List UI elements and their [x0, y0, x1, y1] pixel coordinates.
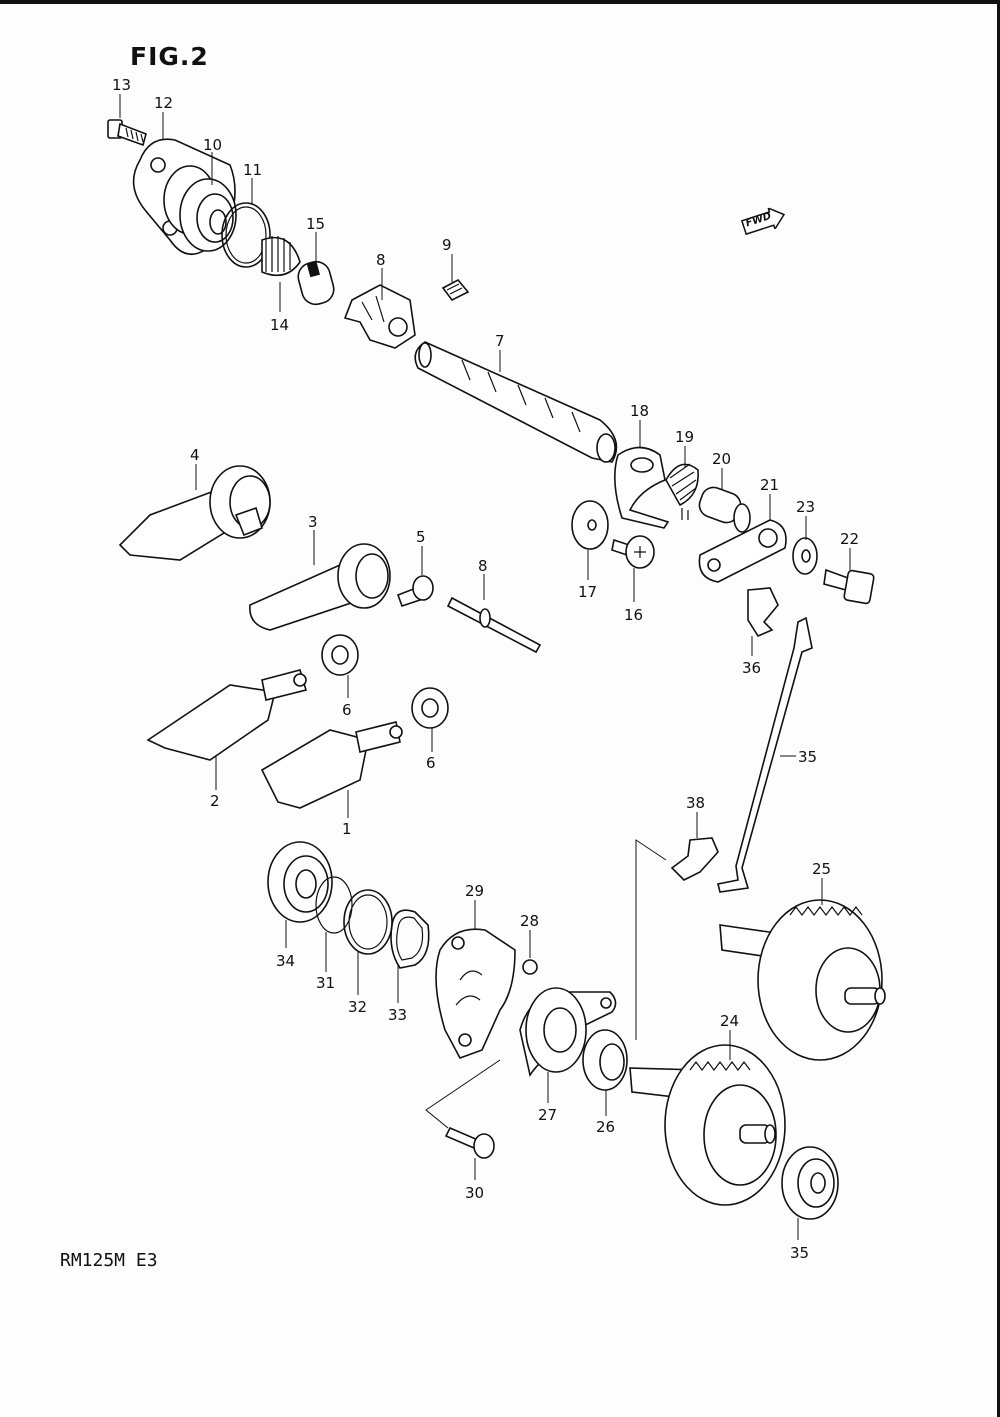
callout-26: 25 — [812, 860, 831, 878]
part-34-seal — [390, 909, 430, 969]
part-1-valve — [260, 721, 403, 809]
callout-23: 22 — [840, 530, 859, 548]
part-36-rod — [717, 616, 813, 893]
part-5-bolt — [396, 575, 434, 608]
callout-30: 29 — [465, 882, 484, 900]
callout-13: 12 — [154, 94, 173, 112]
part-22-arm — [698, 519, 787, 583]
callout-18: 17 — [578, 583, 597, 601]
callout-11: 10 — [203, 136, 222, 154]
part-38-clip — [670, 837, 719, 881]
callout-17: 16 — [624, 606, 643, 624]
part-2-valve — [146, 669, 308, 761]
callout-20: 19 — [675, 428, 694, 446]
part-16-bush — [297, 260, 335, 306]
callout-21: 20 — [712, 450, 731, 468]
callout-37: 36 — [742, 659, 761, 677]
callout-29: 28 — [520, 912, 539, 930]
callout-35a: 34 — [276, 952, 295, 970]
part-15-spring — [261, 236, 301, 277]
callout-34: 33 — [388, 1006, 407, 1024]
part-3-valve — [249, 543, 391, 631]
part-18-washer — [571, 500, 609, 550]
part-25-gear — [629, 1044, 786, 1206]
callout-32: 31 — [316, 974, 335, 992]
callout-12: 11 — [243, 161, 262, 179]
part-30-plate — [435, 928, 516, 1059]
callout-1: 1 — [342, 820, 352, 838]
callout-7: 8 — [478, 557, 488, 575]
fwd-arrow-icon: FWD — [740, 204, 789, 239]
callout-14: 13 — [112, 76, 131, 94]
callout-25: 24 — [720, 1012, 739, 1030]
callout-8: 7 — [495, 332, 505, 350]
part-14-bolt — [107, 119, 147, 147]
part-31-screw — [444, 1126, 495, 1159]
part-19-plate — [614, 446, 670, 529]
part-37-clip — [747, 587, 779, 638]
part-4-valve — [118, 465, 271, 561]
right-border — [997, 0, 1000, 1417]
top-border — [0, 0, 1000, 4]
part-35-bearing-b — [781, 1146, 839, 1220]
part-6-collar-a — [321, 634, 359, 676]
callout-6b: 6 — [426, 754, 436, 772]
callout-19: 18 — [630, 402, 649, 420]
part-32-circlip — [315, 876, 353, 934]
part-7-pin — [446, 596, 542, 654]
arrow-right-icon — [740, 206, 786, 236]
callout-38: 38 — [686, 794, 705, 812]
callout-2: 2 — [210, 792, 220, 810]
part-6-collar-b — [411, 687, 449, 729]
model-code: RM125M E3 — [60, 1250, 158, 1271]
part-26-gear — [719, 899, 886, 1061]
callout-16: 15 — [306, 215, 325, 233]
callout-9: 8 — [376, 251, 386, 269]
part-28-plate — [519, 987, 617, 1078]
callout-4: 4 — [190, 446, 200, 464]
part-35-bearing-a — [267, 841, 333, 923]
part-12-oring — [221, 202, 271, 268]
callout-10: 9 — [442, 236, 452, 254]
figure-title: FIG.2 — [130, 42, 209, 71]
part-8-shaft — [414, 341, 618, 463]
callout-22: 21 — [760, 476, 779, 494]
leader-lines — [119, 94, 851, 1240]
callout-36: 35 — [798, 748, 817, 766]
callout-31: 30 — [465, 1184, 484, 1202]
callout-35b: 35 — [790, 1244, 809, 1262]
callout-28: 27 — [538, 1106, 557, 1124]
part-27-washer — [582, 1029, 628, 1091]
part-24-washer — [792, 537, 818, 575]
part-33-ring — [343, 889, 393, 955]
callout-labels: 13 12 10 11 15 14 8 9 7 18 19 20 21 23 2… — [112, 76, 859, 1262]
callout-24: 23 — [796, 498, 815, 516]
part-9-lever — [343, 284, 416, 349]
part-23-bolt — [823, 568, 875, 605]
part-21-collar — [698, 486, 751, 533]
callout-3: 3 — [308, 513, 318, 531]
callout-27: 26 — [596, 1118, 615, 1136]
callout-6a: 6 — [342, 701, 352, 719]
callout-33: 32 — [348, 998, 367, 1016]
callout-5: 5 — [416, 528, 426, 546]
part-29-ball — [522, 959, 538, 975]
callout-15: 14 — [270, 316, 289, 334]
part-20-spring — [665, 463, 699, 520]
part-10-screw — [441, 278, 470, 302]
part-17-screw — [611, 535, 655, 569]
